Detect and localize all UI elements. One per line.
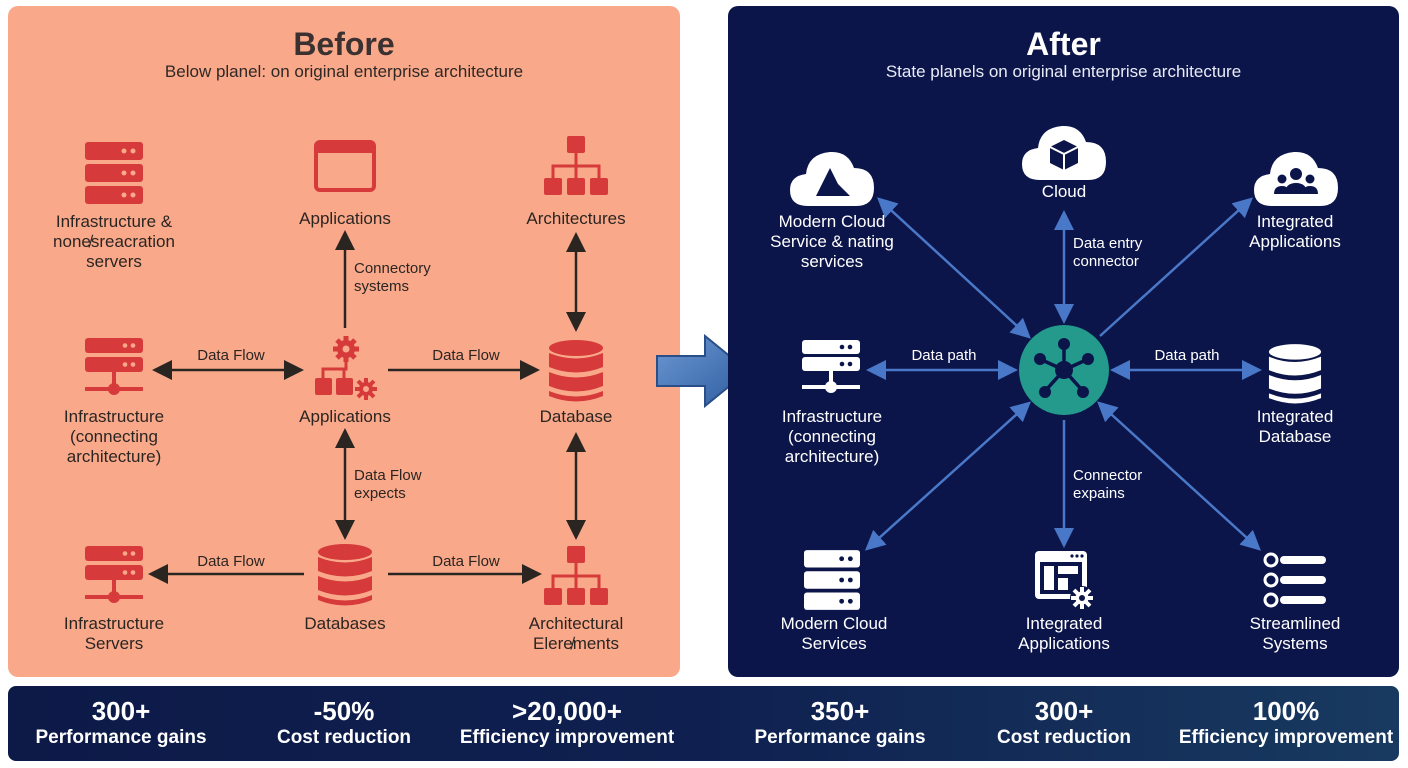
network-server-icon — [85, 338, 143, 395]
node-arch-elements-label: Architectural Elere̸ments — [528, 614, 624, 653]
node-modern-cloud-label: Modern Cloud Service & nating services — [770, 212, 894, 271]
stat-item: 300+ Performance gains — [35, 696, 206, 750]
stat-value: 100% — [1252, 696, 1320, 726]
cloud-users-icon — [1254, 151, 1338, 206]
stat-value: 350+ — [810, 696, 870, 726]
stat-label: Efficiency improvement — [1178, 727, 1394, 748]
edge-flow-bottom-left-label: Data Flow — [197, 553, 265, 570]
node-integrated-db-label: Integrated Database — [1256, 407, 1334, 446]
app-gear-icon — [1035, 551, 1094, 610]
stat-value: 300+ — [91, 696, 151, 726]
after-panel: After State planels on original enterpri… — [728, 6, 1399, 677]
node-architectures-label: Architectures — [526, 209, 626, 228]
network-server-icon — [802, 340, 860, 393]
before-subtitle: Below planel: on original enterprise arc… — [164, 62, 524, 81]
node-infra-mid-label: Infrastructure (connecting architecture) — [63, 407, 165, 466]
stat-item: -50% Cost reduction — [277, 696, 411, 750]
before-title: Before — [293, 26, 395, 62]
server-stack-icon — [804, 550, 860, 610]
node-infra-top-label: Infrastructure & none̸sreacration server… — [53, 212, 175, 271]
after-subtitle: State planels on original enterprise arc… — [885, 62, 1242, 81]
stat-value: -50% — [313, 696, 375, 726]
browser-window-icon — [314, 140, 376, 192]
edge-flow-expects-label: Data Flow expects — [354, 467, 422, 502]
stat-item: 100% Efficiency improvement — [1179, 696, 1393, 750]
before-connectors — [148, 230, 586, 584]
edge-flow-bottom-right-label: Data Flow — [432, 553, 500, 570]
node-integrated-apps-top-label: Integrated Applications — [1249, 212, 1341, 251]
gear-blocks-icon — [315, 336, 377, 400]
node-infra-label: Infrastructure (connecting architecture) — [781, 407, 883, 466]
edge-flow-left-label: Data Flow — [197, 347, 265, 364]
before-panel: Before Below planel: on original enterpr… — [8, 6, 680, 677]
stat-label: Performance gains — [35, 727, 207, 748]
stat-label: Efficiency improvement — [459, 727, 675, 748]
stat-label: Cost reduction — [276, 727, 412, 748]
transition-arrow-icon — [656, 334, 750, 408]
database-icon — [318, 544, 372, 606]
connector-hub-modern-cloud-services — [865, 401, 1031, 551]
node-streamlined-label: Streamlined Systems — [1249, 614, 1341, 653]
hierarchy-icon — [544, 546, 608, 605]
edge-connectory-label: Connectory systems — [354, 260, 431, 295]
list-rings-icon — [1263, 552, 1326, 608]
edge-data-path-right-label: Data path — [1154, 347, 1220, 364]
edge-flow-right-label: Data Flow — [432, 347, 500, 364]
node-apps-top-label: Applications — [299, 209, 391, 228]
stat-item: 300+ Cost reduction — [997, 696, 1131, 750]
cloud-logo-icon — [790, 151, 874, 206]
cloud-box-icon — [1022, 125, 1106, 180]
stat-label: Performance gains — [754, 727, 926, 748]
stat-label: Cost reduction — [996, 727, 1132, 748]
edge-connector-expains-label: Connector expains — [1073, 467, 1143, 502]
database-icon — [549, 340, 603, 402]
after-connectors — [865, 197, 1262, 551]
node-infra-bottom-label: Infrastructure Servers — [63, 614, 165, 653]
hierarchy-icon — [544, 136, 608, 195]
connector-hub-modern-cloud — [877, 197, 1031, 339]
server-stack-icon — [85, 142, 143, 204]
stat-value: >20,000+ — [512, 696, 622, 726]
database-icon — [1268, 344, 1322, 404]
node-databases-label: Databases — [304, 614, 386, 633]
node-cloud-label: Cloud — [1041, 182, 1087, 201]
connector-hub-streamlined — [1097, 401, 1261, 551]
stat-item: >20,000+ Efficiency improvement — [460, 696, 674, 750]
network-hub-icon — [1019, 325, 1109, 415]
after-title: After — [1026, 26, 1101, 62]
connector-hub-integrated-apps-top — [1099, 197, 1253, 337]
node-database-label: Database — [539, 407, 613, 426]
node-apps-mid-label: Applications — [299, 407, 391, 426]
node-modern-cloud-services-label: Modern Cloud Services — [780, 614, 888, 653]
node-integrated-apps-bottom-label: Integrated Applications — [1018, 614, 1110, 653]
stat-item: 350+ Performance gains — [754, 696, 925, 750]
edge-data-entry-label: Data entry connector — [1073, 235, 1143, 270]
stat-value: 300+ — [1034, 696, 1094, 726]
stats-bar: 300+ Performance gains -50% Cost reducti… — [8, 686, 1399, 761]
edge-data-path-left-label: Data path — [911, 347, 977, 364]
network-server-icon — [85, 546, 143, 603]
